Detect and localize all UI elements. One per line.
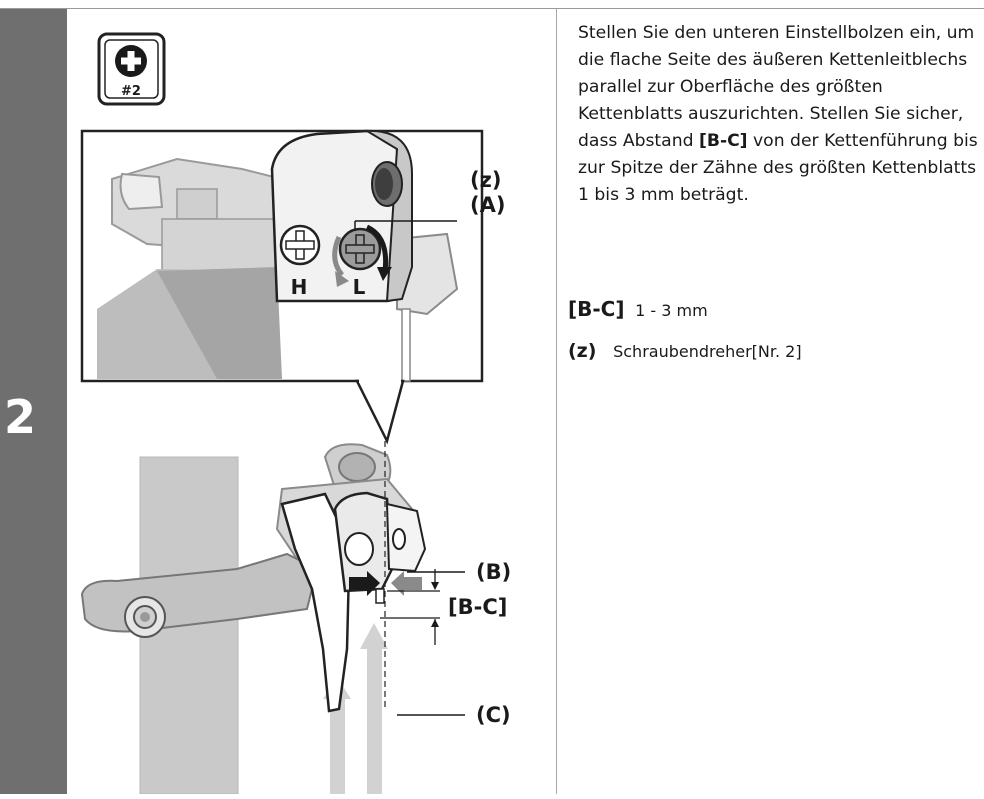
instruction-highlight: [B-C]	[698, 131, 748, 151]
screw-l-label: L	[353, 275, 366, 299]
step-number: 2	[3, 390, 36, 444]
top-detail-view: H L (z) (A)	[80, 129, 505, 445]
instruction-part-2: von der Kettenführung bis zur Spitze der…	[578, 131, 978, 205]
callout-bc: [B-C]	[448, 595, 507, 619]
illustration-panel: #2	[67, 9, 556, 795]
spec-row-z: (z) Schraubendreher[Nr. 2]	[568, 340, 802, 362]
bottom-assembly-view: (B) [B-C] (C)	[80, 441, 511, 795]
illustration: #2	[80, 32, 511, 795]
instruction-text: Stellen Sie den unteren Einstellbolzen e…	[578, 20, 978, 209]
screw-h-label: H	[291, 275, 308, 299]
phillips-screwdriver-icon: #2	[97, 32, 166, 106]
tool-icon-label: #2	[121, 84, 141, 99]
top-rule	[0, 8, 984, 9]
callout-a: (A)	[470, 193, 505, 217]
step-bar: 2	[0, 9, 67, 794]
callout-z: (z)	[470, 168, 501, 192]
rotate-left-arrow	[332, 235, 345, 277]
rotate-right-arrow	[365, 224, 389, 272]
instruction-part-1: Stellen Sie den unteren Einstellbolzen e…	[578, 23, 975, 151]
callout-b: (B)	[476, 560, 511, 584]
instruction-column: Stellen Sie den unteren Einstellbolzen e…	[578, 20, 978, 209]
spec-key-z: (z)	[568, 340, 597, 362]
callout-c: (C)	[476, 703, 511, 727]
spec-value-z: Schraubendreher[Nr. 2]	[613, 342, 802, 361]
spec-row-bc: [B-C] 1 - 3 mm	[568, 297, 708, 321]
spec-value-bc: 1 - 3 mm	[635, 301, 708, 320]
column-divider	[556, 9, 557, 794]
spec-key-bc: [B-C]	[568, 297, 625, 321]
